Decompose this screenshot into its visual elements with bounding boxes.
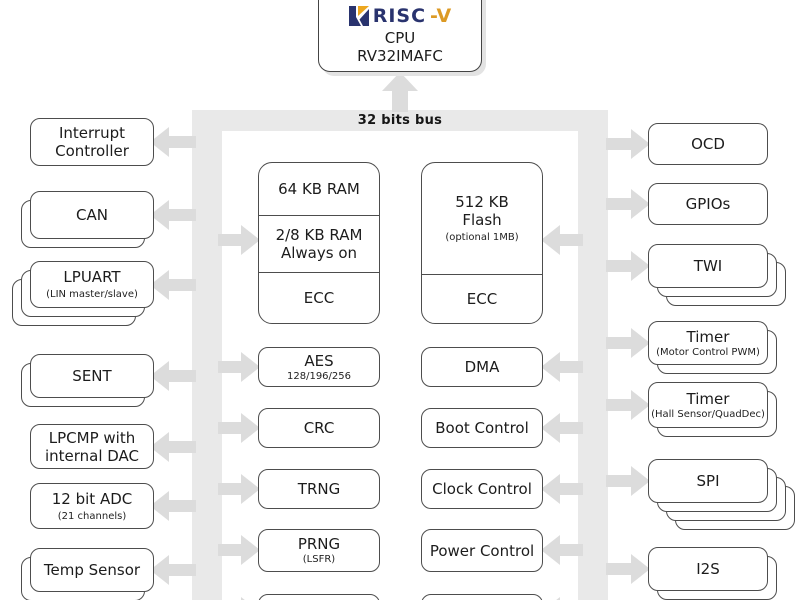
arrow-partial: [541, 597, 583, 600]
block-label: I2S: [696, 560, 720, 578]
flash-label: 512 KB Flash: [455, 193, 509, 229]
block-sublabel: (LSFR): [302, 554, 336, 565]
arrow-flash: [541, 225, 583, 255]
riscv-logo-icon: [348, 6, 369, 26]
block-label: CRC: [303, 419, 335, 437]
block-dma: DMA: [421, 347, 543, 387]
block-lpuart: LPUART (LIN master/slave): [12, 261, 154, 326]
arrow-power: [541, 535, 583, 565]
arrow-partial: [218, 597, 260, 600]
arrow-prng: [218, 535, 260, 565]
arrow-i2s: [606, 554, 650, 584]
bus-left-band: [192, 110, 222, 600]
block-crc: CRC: [258, 408, 380, 448]
block-partial: [258, 594, 380, 600]
ram-section-label: 2/8 KB RAM Always on: [275, 226, 363, 262]
arrow-boot: [541, 413, 583, 443]
arrow-trng: [218, 474, 260, 504]
block-label: GPIOs: [685, 195, 731, 213]
block-label: DMA: [464, 358, 500, 376]
block-prng: PRNG (LSFR): [258, 529, 380, 572]
ram-section-label: 64 KB RAM: [278, 180, 360, 198]
arrow-timer-pwm: [606, 328, 650, 358]
block-boot-control: Boot Control: [421, 408, 543, 448]
block-timer-pwm: Timer (Motor Control PWM): [648, 321, 777, 374]
block-gpios: GPIOs: [648, 183, 768, 225]
arrow-interrupt: [150, 127, 196, 157]
block-flash: 512 KB Flash (optional 1MB) ECC: [421, 162, 543, 324]
arrow-clock: [541, 474, 583, 504]
arrow-aes: [218, 352, 260, 382]
arrow-lpcmp: [150, 432, 196, 462]
block-aes: AES 128/196/256: [258, 347, 380, 387]
block-sublabel: (LIN master/slave): [46, 289, 138, 300]
block-trng: TRNG: [258, 469, 380, 509]
ram-ecc-label: ECC: [303, 289, 335, 307]
cpu-box: RISC-V CPU RV32IMAFC: [318, 0, 482, 72]
cpu-core-label: RV32IMAFC: [357, 47, 443, 66]
bus-top-band: [192, 110, 608, 131]
arrow-ram: [218, 225, 260, 255]
arrow-spi: [606, 466, 650, 496]
block-clock-control: Clock Control: [421, 469, 543, 509]
block-label: Interrupt Controller: [55, 124, 129, 160]
block-twi: TWI: [648, 244, 786, 306]
block-lpcmp: LPCMP with internal DAC: [30, 424, 154, 469]
block-timer-hall: Timer (Hall Sensor/QuadDec): [648, 382, 777, 437]
block-label: TRNG: [297, 480, 341, 498]
block-label: LPUART: [63, 268, 121, 286]
block-sent: SENT: [21, 354, 154, 407]
block-label: Power Control: [429, 541, 535, 560]
arrow-crc: [218, 413, 260, 443]
arrow-can: [150, 200, 196, 230]
block-label: CAN: [76, 206, 108, 224]
block-label: Timer: [686, 389, 730, 408]
arrow-timer-hall: [606, 390, 650, 420]
arrow-lpuart: [150, 270, 196, 300]
flash-sublabel: (optional 1MB): [445, 232, 519, 243]
block-can: CAN: [21, 191, 154, 248]
block-sublabel: 128/196/256: [287, 370, 351, 382]
block-label: Boot Control: [435, 419, 529, 437]
block-label: LPCMP with internal DAC: [44, 428, 140, 465]
riscv-logo-v: -V: [430, 4, 452, 27]
block-spi: SPI: [648, 459, 795, 530]
block-sublabel: (Hall Sensor/QuadDec): [651, 408, 765, 420]
block-label: SENT: [72, 367, 112, 385]
arrow-sent: [150, 361, 196, 391]
block-label: Temp Sensor: [43, 561, 141, 579]
bus-label: 32 bits bus: [357, 113, 443, 128]
arrow-twi: [606, 251, 650, 281]
block-ram: 64 KB RAM 2/8 KB RAM Always on ECC: [258, 162, 380, 324]
arrow-ocd: [606, 129, 650, 159]
block-sublabel: (Motor Control PWM): [656, 346, 760, 358]
block-label: OCD: [691, 135, 725, 153]
riscv-logo-text: RISC: [372, 4, 427, 27]
arrow-adc: [150, 491, 196, 521]
cpu-label: CPU: [384, 28, 416, 47]
bus-right-band: [578, 110, 608, 600]
block-interrupt-controller: Interrupt Controller: [30, 118, 154, 166]
block-partial: [421, 594, 543, 600]
riscv-logo: RISC-V: [348, 4, 452, 27]
arrow-bus-to-cpu: [382, 72, 418, 112]
block-adc: 12 bit ADC (21 channels): [30, 483, 154, 529]
arrow-temp-sensor: [150, 555, 196, 585]
block-i2s: I2S: [648, 547, 777, 600]
block-label: Clock Control: [432, 480, 532, 498]
flash-ecc-label: ECC: [466, 290, 498, 308]
block-sublabel: (21 channels): [57, 510, 127, 522]
block-ocd: OCD: [648, 123, 768, 165]
arrow-dma: [541, 352, 583, 382]
block-label: 12 bit ADC: [51, 489, 133, 508]
block-label: SPI: [696, 472, 720, 490]
block-label: Timer: [686, 327, 730, 346]
block-temp-sensor: Temp Sensor: [21, 548, 154, 600]
block-label: TWI: [693, 257, 723, 275]
block-label: PRNG: [297, 535, 341, 553]
arrow-gpios: [606, 189, 650, 219]
block-label: AES: [304, 351, 334, 370]
block-power-control: Power Control: [421, 529, 543, 572]
